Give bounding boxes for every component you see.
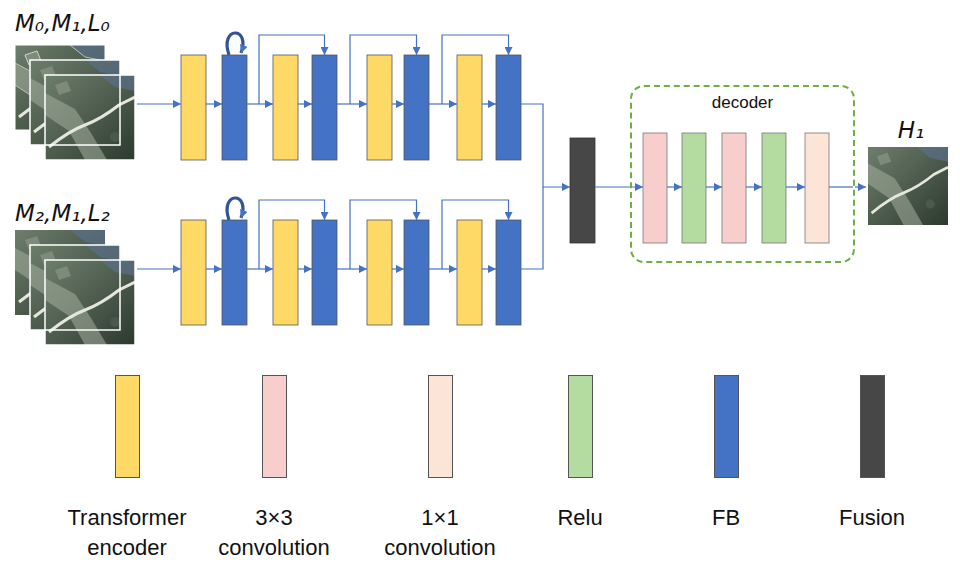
skip-wire [259, 35, 325, 104]
image-label: H₁ [868, 116, 954, 144]
self-loop [227, 198, 243, 220]
transformer-bar [457, 220, 482, 325]
relu-bar [762, 133, 786, 243]
skip-wire [350, 35, 417, 104]
input-image-stack: M₂,M₁,L₂ [12, 196, 146, 348]
self-loop [227, 33, 243, 55]
transformer-bar [367, 220, 392, 325]
wire [247, 268, 273, 269]
image-frame [30, 245, 120, 330]
fb-bar [222, 220, 247, 325]
legend-swatch [714, 375, 739, 478]
input-image-stack: M₀,M₁,L₀ [12, 6, 146, 164]
wire [137, 268, 181, 269]
wire [392, 103, 404, 104]
recurrent-loops [227, 33, 243, 220]
legend-swatch [115, 375, 140, 478]
skip-wire [442, 35, 509, 104]
transformer-bar [273, 55, 298, 160]
wire [667, 186, 682, 187]
transformer-bar [181, 55, 206, 160]
input-image [45, 75, 135, 160]
legend-swatch [860, 375, 885, 478]
image-frame [45, 260, 135, 345]
fb-bar [404, 220, 429, 325]
wire [786, 186, 805, 187]
decoder-bars [643, 133, 829, 243]
legend-label: Fusion [804, 503, 940, 533]
relu-bar [682, 133, 706, 243]
output-image: H₁ [866, 114, 956, 228]
fusion-bar [570, 138, 595, 243]
transformer-bar [457, 55, 482, 160]
fb-bar [312, 55, 337, 160]
merge-wire [521, 187, 543, 269]
output-image [868, 147, 948, 225]
fb-bar [496, 55, 521, 160]
transformer-bar [273, 220, 298, 325]
encoder-branch [181, 220, 521, 325]
wire [137, 103, 181, 104]
wire [247, 103, 273, 104]
fb-bar [496, 220, 521, 325]
wire [706, 186, 722, 187]
image-label: M₀,M₁,L₀ [15, 9, 143, 37]
merge-wire [521, 104, 570, 187]
conv3-bar [722, 133, 746, 243]
legend-label: 3×3 convolution [206, 503, 342, 563]
image-frame [45, 75, 135, 160]
legend-label: FB [658, 503, 794, 533]
wire [206, 103, 222, 104]
image-label: M₂,M₁,L₂ [15, 199, 143, 227]
wire [337, 268, 367, 269]
legend-label: Transformer encoder [59, 503, 195, 563]
legend-label: Relu [512, 503, 648, 533]
wire [392, 268, 404, 269]
wire [429, 268, 457, 269]
fb-bar [404, 55, 429, 160]
conv1-bar [805, 133, 829, 243]
wire [482, 103, 496, 104]
transformer-bar [181, 220, 206, 325]
wire [298, 268, 312, 269]
connector [855, 186, 866, 187]
wire [206, 268, 222, 269]
group-title: decoder [638, 93, 847, 113]
skip-wire [259, 200, 325, 269]
wire [829, 186, 853, 187]
input-image [45, 260, 135, 345]
legend-swatch [262, 375, 287, 478]
fb-bar [312, 220, 337, 325]
skip-wire [442, 200, 509, 269]
wires [137, 35, 853, 269]
wire [298, 103, 312, 104]
legend-label: 1×1 convolution [372, 503, 508, 563]
image-frame [30, 60, 120, 145]
wire [482, 268, 496, 269]
conv3-bar [643, 133, 667, 243]
decoder-group: decoder [630, 85, 855, 263]
skip-wire [350, 200, 417, 269]
encoder-branch [181, 55, 521, 160]
legend-swatch [568, 375, 593, 478]
transformer-bar [367, 55, 392, 160]
wire [429, 103, 457, 104]
wire [595, 186, 643, 187]
legend-swatch [428, 375, 453, 478]
fb-bar [222, 55, 247, 160]
wire [746, 186, 762, 187]
wire [337, 103, 367, 104]
